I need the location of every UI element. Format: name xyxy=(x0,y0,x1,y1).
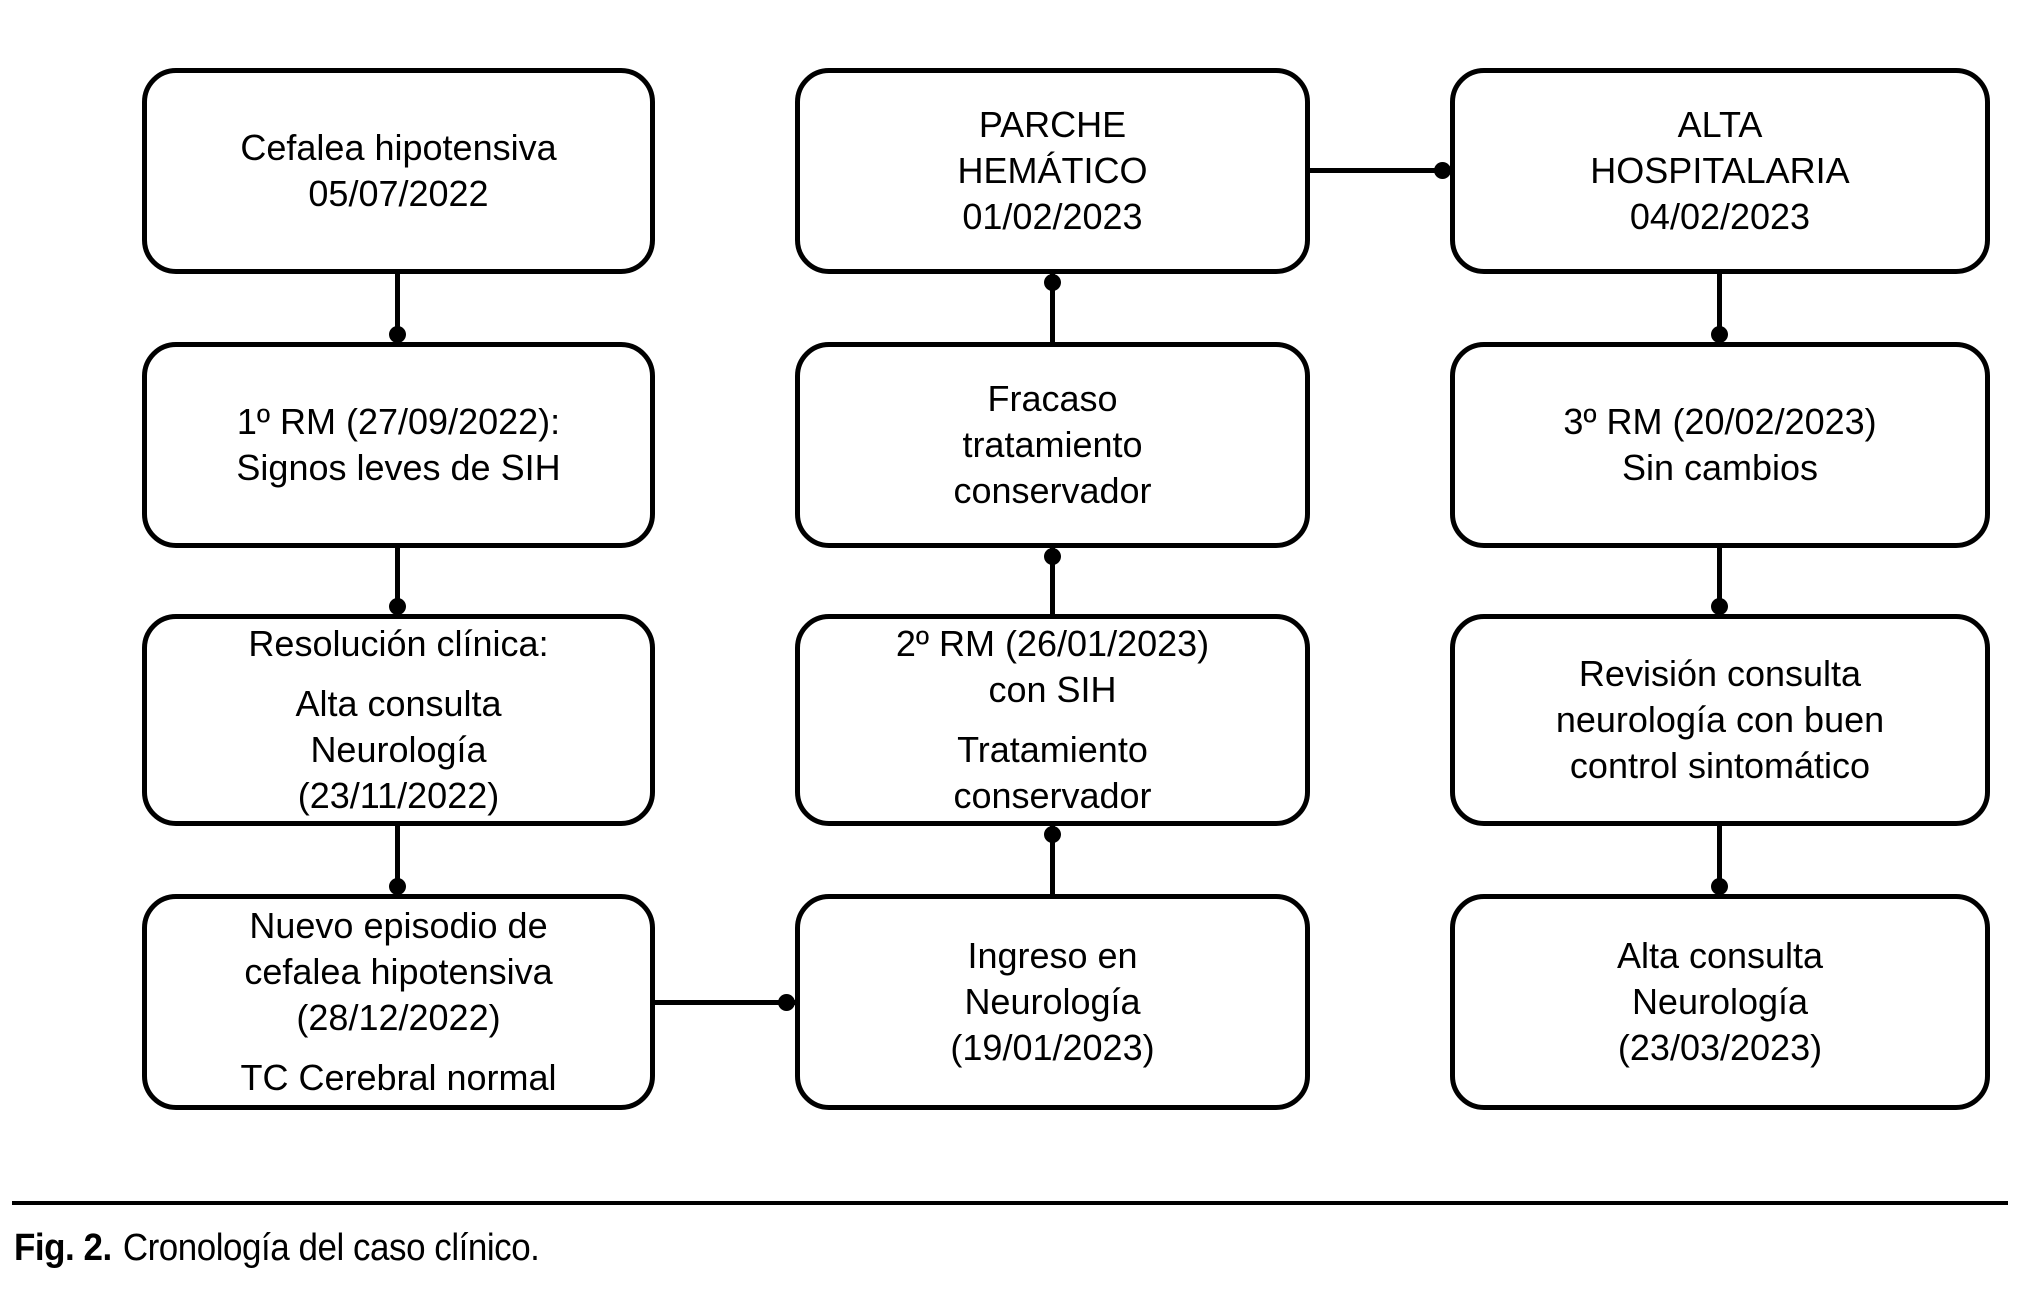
node-line: Nuevo episodio de xyxy=(249,905,548,946)
connector-cefalea-to-primera-rm xyxy=(395,274,400,342)
node-line: HEMÁTICO xyxy=(957,150,1148,191)
node-paragraph: Alta consulta Neurología (23/03/2023) xyxy=(1617,933,1823,1071)
flow-dot-nuevo-episodio-to-ingreso xyxy=(778,994,795,1011)
connector-tercera-rm-to-revision xyxy=(1717,548,1722,614)
node-paragraph: PARCHE HEMÁTICO 01/02/2023 xyxy=(957,102,1147,240)
flow-dot-alta-hospitalaria-to-tercera-rm xyxy=(1711,326,1728,343)
flow-dot-cefalea-to-primera-rm xyxy=(389,326,406,343)
node-line: 01/02/2023 xyxy=(962,196,1143,237)
node-revision-consulta: Revisión consulta neurología con buen co… xyxy=(1450,614,1990,826)
node-paragraph: Cefalea hipotensiva 05/07/2022 xyxy=(240,125,556,217)
node-parche-hematico: PARCHE HEMÁTICO 01/02/2023 xyxy=(795,68,1310,274)
node-line: (23/11/2022) xyxy=(297,775,500,816)
node-paragraph: Fracaso tratamiento conservador xyxy=(953,376,1151,514)
node-alta-consulta-neurologia: Alta consulta Neurología (23/03/2023) xyxy=(1450,894,1990,1110)
node-line: (19/01/2023) xyxy=(950,1027,1155,1068)
node-line: Fracaso xyxy=(987,378,1118,419)
flow-dot-parche-to-alta-hospitalaria xyxy=(1434,162,1451,179)
figure-caption-label: Fig. 2. xyxy=(14,1227,112,1269)
node-line: Tratamiento xyxy=(957,729,1148,770)
node-paragraph: Nuevo episodio de cefalea hipotensiva (2… xyxy=(244,903,552,1041)
connector-parche-to-alta-hospitalaria xyxy=(1310,168,1450,173)
node-line: 05/07/2022 xyxy=(308,173,489,214)
node-paragraph: Resolución clínica: xyxy=(248,621,548,667)
flow-dot-resolucion-to-nuevo-episodio xyxy=(389,878,406,895)
flow-dot-fracaso-to-parche xyxy=(1044,274,1061,291)
node-line: Revisión consulta xyxy=(1578,653,1862,694)
connector-segunda-rm-to-fracaso xyxy=(1050,548,1055,614)
node-line: 2º RM (26/01/2023) xyxy=(895,623,1210,664)
node-tercera-rm: 3º RM (20/02/2023) Sin cambios xyxy=(1450,342,1990,548)
node-line: Alta consulta xyxy=(295,683,502,724)
node-line: cefalea hipotensiva xyxy=(244,951,553,992)
connector-primera-rm-to-resolucion xyxy=(395,548,400,614)
node-line: PARCHE xyxy=(978,104,1127,145)
flow-dot-revision-to-alta-consulta xyxy=(1711,878,1728,895)
flow-dot-ingreso-to-segunda-rm xyxy=(1044,826,1061,843)
flow-dot-tercera-rm-to-revision xyxy=(1711,598,1728,615)
node-line: Neurología xyxy=(310,729,487,770)
node-cefalea-hipotensiva: Cefalea hipotensiva 05/07/2022 xyxy=(142,68,655,274)
node-line: (23/03/2023) xyxy=(1617,1027,1823,1068)
node-line: Alta consulta xyxy=(1616,935,1824,976)
node-line: Neurología xyxy=(964,981,1141,1022)
node-line: Ingreso en xyxy=(967,935,1138,976)
connector-nuevo-episodio-to-ingreso xyxy=(655,1000,795,1005)
node-line: conservador xyxy=(953,775,1152,816)
figure-caption-text: Cronología del caso clínico. xyxy=(122,1227,540,1269)
node-line: 1º RM (27/09/2022): xyxy=(236,401,561,442)
flow-dot-primera-rm-to-resolucion xyxy=(389,598,406,615)
node-paragraph: Ingreso en Neurología (19/01/2023) xyxy=(950,933,1154,1071)
node-paragraph: 2º RM (26/01/2023) con SIH xyxy=(896,621,1209,713)
node-line: con SIH xyxy=(988,669,1117,710)
node-paragraph: Alta consulta Neurología (23/11/2022) xyxy=(295,681,501,819)
node-nuevo-episodio: Nuevo episodio de cefalea hipotensiva (2… xyxy=(142,894,655,1110)
node-line: neurología con buen xyxy=(1555,699,1885,740)
node-line: Cefalea hipotensiva xyxy=(240,127,557,168)
node-line: conservador xyxy=(953,470,1152,511)
node-alta-hospitalaria: ALTA HOSPITALARIA 04/02/2023 xyxy=(1450,68,1990,274)
node-line: 3º RM (20/02/2023) xyxy=(1563,401,1877,442)
node-paragraph: TC Cerebral normal xyxy=(240,1055,556,1101)
connector-fracaso-to-parche xyxy=(1050,274,1055,342)
node-ingreso-neurologia: Ingreso en Neurología (19/01/2023) xyxy=(795,894,1310,1110)
node-line: ALTA xyxy=(1677,104,1763,145)
node-line: control sintomático xyxy=(1569,745,1871,786)
node-line: 04/02/2023 xyxy=(1629,196,1811,237)
connector-revision-to-alta-consulta xyxy=(1717,826,1722,894)
node-line: tratamiento xyxy=(962,424,1143,465)
node-line: Signos leves de SIH xyxy=(236,447,561,488)
connector-ingreso-to-segunda-rm xyxy=(1050,826,1055,894)
node-fracaso-tratamiento: Fracaso tratamiento conservador xyxy=(795,342,1310,548)
node-line: HOSPITALARIA xyxy=(1590,150,1850,191)
caption-divider xyxy=(12,1201,2008,1205)
node-paragraph: ALTA HOSPITALARIA 04/02/2023 xyxy=(1590,102,1849,240)
node-line: Neurología xyxy=(1631,981,1809,1022)
node-line: Resolución clínica: xyxy=(248,623,549,664)
node-paragraph: 3º RM (20/02/2023) Sin cambios xyxy=(1563,399,1876,491)
node-segunda-rm: 2º RM (26/01/2023) con SIH Tratamiento c… xyxy=(795,614,1310,826)
connector-resolucion-to-nuevo-episodio xyxy=(395,826,400,894)
node-paragraph: Tratamiento conservador xyxy=(953,727,1151,819)
node-paragraph: Revisión consulta neurología con buen co… xyxy=(1556,651,1884,789)
node-paragraph: 1º RM (27/09/2022): Signos leves de SIH xyxy=(236,399,560,491)
node-resolucion-clinica: Resolución clínica: Alta consulta Neurol… xyxy=(142,614,655,826)
figure-caption: Fig. 2.Cronología del caso clínico. xyxy=(14,1224,540,1272)
connector-alta-hospitalaria-to-tercera-rm xyxy=(1717,274,1722,342)
node-line: TC Cerebral normal xyxy=(240,1057,557,1098)
flow-dot-segunda-rm-to-fracaso xyxy=(1044,548,1061,565)
node-line: Sin cambios xyxy=(1621,447,1819,488)
node-line: (28/12/2022) xyxy=(296,997,501,1038)
node-primera-rm: 1º RM (27/09/2022): Signos leves de SIH xyxy=(142,342,655,548)
